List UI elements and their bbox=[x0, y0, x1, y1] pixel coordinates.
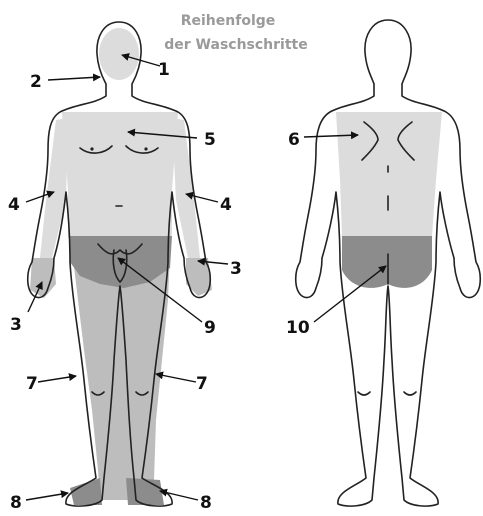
step-2-label: 2 bbox=[30, 72, 42, 92]
step-5-label: 5 bbox=[204, 130, 216, 150]
step-7-right-label: 7 bbox=[196, 374, 208, 394]
step-7-left-label: 7 bbox=[26, 374, 38, 394]
step-9-label: 9 bbox=[204, 318, 216, 338]
step-1-label: 1 bbox=[158, 60, 170, 80]
step-6-label: 6 bbox=[288, 130, 300, 150]
step-4-left-label: 4 bbox=[8, 195, 20, 215]
step-8-left-label: 8 bbox=[10, 493, 22, 513]
step-3-left-label: 3 bbox=[10, 315, 22, 335]
diagram-title-line2: der Waschschritte bbox=[164, 37, 307, 53]
step-8-right-label: 8 bbox=[200, 493, 212, 513]
step-3-right-label: 3 bbox=[230, 259, 242, 279]
front-body-figure bbox=[28, 22, 212, 506]
step-4-right-label: 4 bbox=[220, 195, 232, 215]
diagram-title-line1: Reihenfolge bbox=[181, 13, 276, 29]
step-10-label: 10 bbox=[286, 318, 310, 338]
back-body-figure bbox=[296, 20, 481, 506]
